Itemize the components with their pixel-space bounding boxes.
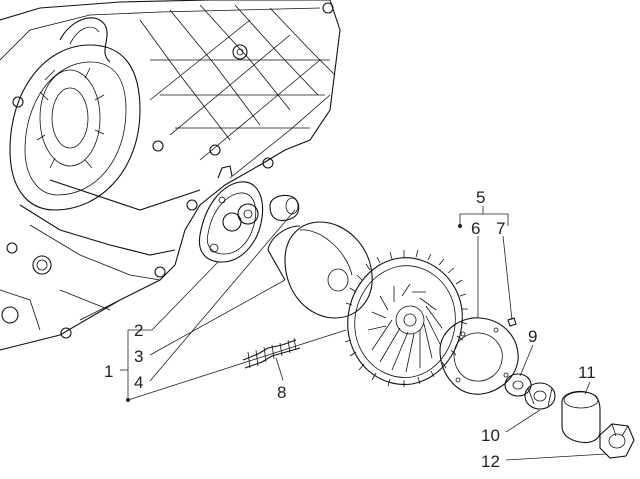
callout-10: 10: [481, 426, 500, 445]
crankcase-housing: [0, 0, 341, 351]
callout-7: 7: [496, 219, 505, 238]
callout-6: 6: [471, 219, 480, 238]
leader-lines: [120, 206, 607, 461]
callout-3: 3: [134, 347, 143, 366]
nut: [599, 423, 635, 459]
callout-labels: 1 2 3 4 5 6 7 8 9 10 11 12: [104, 188, 596, 471]
callout-8: 8: [277, 383, 286, 402]
callout-5: 5: [476, 188, 485, 207]
bushing: [561, 390, 601, 444]
washer: [504, 373, 532, 397]
spacer: [524, 382, 556, 410]
callout-12: 12: [481, 452, 500, 471]
callout-4: 4: [134, 373, 143, 392]
half-pulley: [267, 221, 373, 319]
ramp-plate-assembly: [198, 165, 300, 263]
flywheel-fan: [344, 249, 468, 387]
callout-1: 1: [104, 362, 113, 381]
callout-9: 9: [528, 327, 537, 346]
callout-11: 11: [578, 363, 596, 382]
callout-2: 2: [134, 321, 143, 340]
spring: [242, 337, 301, 369]
